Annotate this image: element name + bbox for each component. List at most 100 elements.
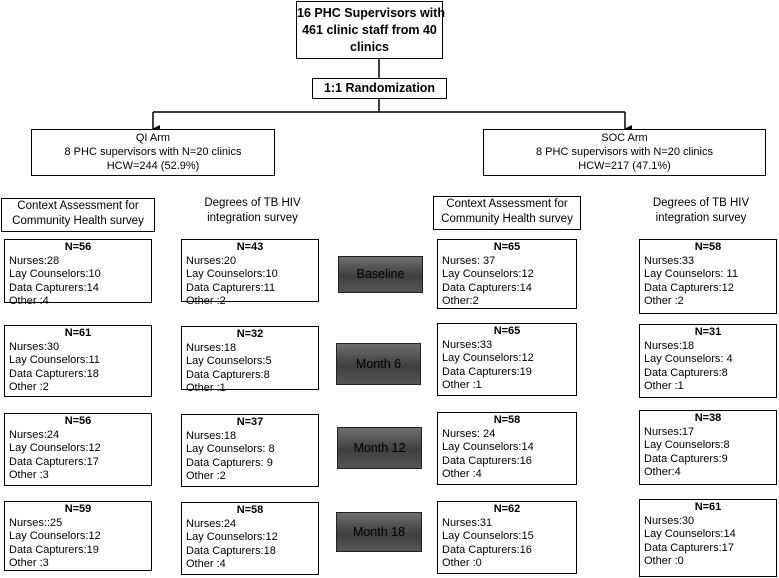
sample-size: N=59 xyxy=(64,503,92,515)
staff-count: Other :2 xyxy=(644,295,684,307)
sample-size: N=61 xyxy=(64,327,92,339)
staff-count: Lay Counselors:12 xyxy=(442,352,534,364)
staff-count: Other:2 xyxy=(442,295,479,307)
staff-count: Data Capturers:8 xyxy=(644,366,728,379)
staff-count: Nurses:30 xyxy=(644,514,695,527)
sample-size: N=32 xyxy=(236,328,264,340)
total-line-1: 16 PHC Supervisors with xyxy=(297,6,445,20)
staff-count: Data Capturers: 9 xyxy=(186,456,273,469)
sample-size: N=43 xyxy=(236,241,264,253)
sample-size: N=38 xyxy=(694,412,722,424)
staff-count: Nurses:24 xyxy=(9,428,60,441)
staff-count: Data Capturers:16 xyxy=(442,454,532,467)
soc-arm-hcw: HCW=217 (47.1%) xyxy=(578,160,671,172)
sample-size: N=62 xyxy=(493,503,521,515)
staff-count: Lay Counselors: 8 xyxy=(186,443,275,455)
staff-count: Nurses:24 xyxy=(186,517,237,530)
soc-arm-title: SOC Arm xyxy=(601,132,648,144)
staff-count: Nurses:17 xyxy=(644,425,695,438)
soc-degrees-survey-line-2: integration survey xyxy=(655,212,747,224)
staff-count: Data Capturers:14 xyxy=(9,281,99,294)
staff-count: Other :4 xyxy=(9,295,49,307)
sample-size: N=58 xyxy=(694,241,722,253)
qi-degrees-survey-line-1: Degrees of TB HIV xyxy=(204,197,301,209)
staff-count: Other :2 xyxy=(186,470,226,482)
sample-size: N=65 xyxy=(493,325,521,337)
staff-count: Other :3 xyxy=(9,557,49,569)
qi-arm-box: QI Arm 8 PHC supervisors with N=20 clini… xyxy=(31,129,275,176)
sample-size: N=65 xyxy=(493,241,521,253)
soc-context-survey-line-1: Context Assessment for xyxy=(446,198,568,210)
staff-count: Data Capturers:18 xyxy=(9,367,99,380)
qi-context-survey-line-2: Community Health survey xyxy=(12,215,144,227)
staff-count: Lay Counselors:12 xyxy=(9,530,101,542)
randomization-box: 1:1 Randomization xyxy=(312,78,447,99)
staff-count: Other :4 xyxy=(442,468,482,480)
staff-count: Data Capturers:19 xyxy=(9,543,99,556)
staff-count: Other :4 xyxy=(186,558,226,570)
timepoint-month-6: Month 6 xyxy=(336,343,421,385)
sample-size: N=58 xyxy=(236,504,264,516)
qi-degrees-survey-label: Degrees of TB HIV integration survey xyxy=(185,196,320,226)
staff-count: Nurses:18 xyxy=(644,339,695,352)
staff-count: Lay Counselors:12 xyxy=(442,268,534,280)
qi-degrees-survey-line-2: integration survey xyxy=(207,212,298,224)
staff-count: Lay Counselors:12 xyxy=(186,531,278,543)
sample-size: N=61 xyxy=(694,501,722,513)
soc-arm-supervisors: 8 PHC supervisors with N=20 clinics xyxy=(536,146,713,158)
sample-size: N=58 xyxy=(493,414,521,426)
staff-count: Nurses:18 xyxy=(186,429,237,442)
staff-count: Lay Counselors:11 xyxy=(9,354,100,366)
soc-context-survey-line-2: Community Health survey xyxy=(441,213,573,225)
staff-count: Nurses:28 xyxy=(9,254,60,267)
sample-size: N=31 xyxy=(694,326,722,338)
qi-context-survey-label: Context Assessment for Community Health … xyxy=(1,198,155,232)
timepoint-baseline: Baseline xyxy=(338,256,423,293)
staff-count: Nurses:31 xyxy=(442,516,493,529)
staff-count: Other:4 xyxy=(644,466,681,478)
staff-count: Nurses:30 xyxy=(9,340,60,353)
staff-count: Other :1 xyxy=(186,382,226,394)
total-line-2: 461 clinic staff from 40 xyxy=(302,23,437,37)
staff-count: Other :0 xyxy=(644,555,684,567)
staff-count: Data Capturers:17 xyxy=(9,455,99,468)
staff-count: Nurses:33 xyxy=(644,254,695,267)
staff-count: Other :3 xyxy=(9,469,49,481)
staff-count: Nurses:20 xyxy=(186,254,237,267)
staff-count: Data Capturers:16 xyxy=(442,543,532,556)
staff-count: Other :1 xyxy=(644,380,684,392)
staff-count: Data Capturers:11 xyxy=(186,281,276,294)
staff-count: Data Capturers:14 xyxy=(442,281,532,294)
staff-count: Other :2 xyxy=(186,295,226,307)
timepoint-month-12: Month 12 xyxy=(337,427,422,469)
qi-arm-supervisors: 8 PHC supervisors with N=20 clinics xyxy=(64,146,242,158)
staff-count: Nurses: 24 xyxy=(442,427,496,440)
total-supervisors-box: 16 PHC Supervisors with 461 clinic staff… xyxy=(296,1,445,59)
staff-count: Other :2 xyxy=(9,381,49,393)
staff-count: Nurses: 37 xyxy=(442,254,496,267)
soc-arm-box: SOC Arm 8 PHC supervisors with N=20 clin… xyxy=(483,129,766,176)
sample-size: N=56 xyxy=(64,415,92,427)
staff-count: Lay Counselors:5 xyxy=(186,355,272,367)
timepoint-month-18: Month 18 xyxy=(336,512,422,552)
staff-count: Data Capturers:18 xyxy=(186,544,276,557)
staff-count: Data Capturers:9 xyxy=(644,452,728,465)
staff-count: Nurses:33 xyxy=(442,338,493,351)
qi-arm-title: QI Arm xyxy=(135,132,171,144)
qi-arm-hcw: HCW=244 (52.9%) xyxy=(106,160,200,172)
sample-size: N=56 xyxy=(64,241,92,253)
staff-count: Lay Counselors:12 xyxy=(9,442,101,454)
staff-count: Nurses::25 xyxy=(9,516,63,529)
